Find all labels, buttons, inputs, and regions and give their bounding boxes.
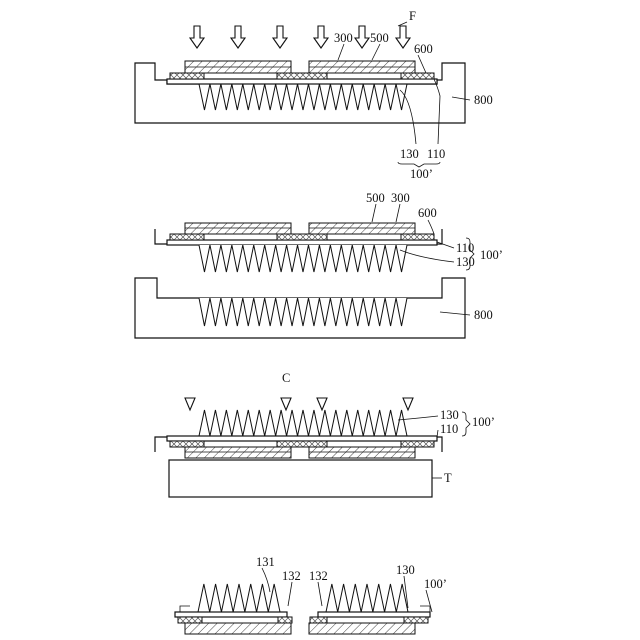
down-arrow-icon <box>273 26 287 48</box>
label-F: F <box>409 9 416 23</box>
stage-separation: 500 300 600 110 130 100’ 800 <box>135 191 503 338</box>
cut-marker-icon <box>403 398 413 410</box>
label-500: 500 <box>366 191 385 205</box>
label-100-prime: 100’ <box>424 577 447 591</box>
label-100-prime: 100’ <box>472 415 495 429</box>
base-layer-110 <box>167 79 437 84</box>
label-130: 130 <box>440 408 459 422</box>
microneedle-array <box>198 584 408 612</box>
microneedle-spikes <box>198 584 280 612</box>
cut-marker-icon <box>317 398 327 410</box>
cut-marker-icon <box>185 398 195 410</box>
label-132: 132 <box>309 569 328 583</box>
label-132: 132 <box>282 569 301 583</box>
microneedle-array <box>199 84 407 110</box>
down-arrow-icon <box>396 26 410 48</box>
cut-marker-icon <box>281 398 291 410</box>
label-T: T <box>444 471 452 485</box>
down-arrow-icon <box>231 26 245 48</box>
label-110: 110 <box>440 422 458 436</box>
base-layer-110 <box>318 612 430 617</box>
stage-result: 131 132 132 130 100’ <box>175 555 447 634</box>
cut-markers <box>185 398 413 410</box>
table-T <box>169 460 432 497</box>
label-110: 110 <box>456 241 474 255</box>
adhesive-pad-600 <box>401 234 434 240</box>
base-layer-110 <box>167 436 437 441</box>
substrate-300 <box>185 623 291 634</box>
microneedle-spikes <box>199 410 407 436</box>
down-arrow-icon <box>314 26 328 48</box>
adhesive-pad-600 <box>277 441 327 447</box>
stage-cutting: C 130 110 100’ T <box>155 371 495 497</box>
mold-cavities <box>199 298 407 326</box>
adhesive-pad-600 <box>278 617 292 623</box>
label-130: 130 <box>396 563 415 577</box>
adhesive-pad-600 <box>170 234 204 240</box>
microneedle-array <box>199 410 407 436</box>
label-131: 131 <box>256 555 275 569</box>
adhesive-pad-600 <box>404 617 428 623</box>
substrate-500 <box>309 447 415 458</box>
adhesive-pad-600 <box>277 234 327 240</box>
down-arrow-icon <box>355 26 369 48</box>
label-300: 300 <box>334 31 353 45</box>
label-500: 500 <box>370 31 389 45</box>
down-arrow-icon <box>190 26 204 48</box>
base-layer-110 <box>167 240 437 245</box>
adhesive-pad-600 <box>170 441 204 447</box>
adhesive-pad-600 <box>277 73 327 79</box>
adhesive-pad-600 <box>401 441 434 447</box>
microneedle-spikes <box>326 584 408 612</box>
label-100-prime: 100’ <box>410 167 433 181</box>
label-130: 130 <box>456 255 475 269</box>
label-600: 600 <box>414 42 433 56</box>
microneedle-array <box>199 245 407 272</box>
label-110: 110 <box>427 147 445 161</box>
label-800: 800 <box>474 93 493 107</box>
microneedle-spikes <box>199 84 407 110</box>
adhesive-pad-600 <box>170 73 204 79</box>
adhesive-pad-600 <box>401 73 434 79</box>
label-800: 800 <box>474 308 493 322</box>
adhesive-pad-600 <box>178 617 202 623</box>
microneedle-spikes <box>199 298 407 326</box>
substrate-300 <box>185 223 291 234</box>
label-300: 300 <box>391 191 410 205</box>
base-layer-110 <box>175 612 287 617</box>
label-C: C <box>282 371 290 385</box>
microneedle-spikes <box>199 245 407 272</box>
adhesive-pad-600 <box>310 617 327 623</box>
substrate-500 <box>309 623 415 634</box>
label-130: 130 <box>400 147 419 161</box>
stage-pressing: F 300 500 600 800 130 110 100’ <box>135 9 493 181</box>
substrate-300 <box>185 447 291 458</box>
label-600: 600 <box>418 206 437 220</box>
substrate-500 <box>309 223 415 234</box>
label-100-prime: 100’ <box>480 248 503 262</box>
